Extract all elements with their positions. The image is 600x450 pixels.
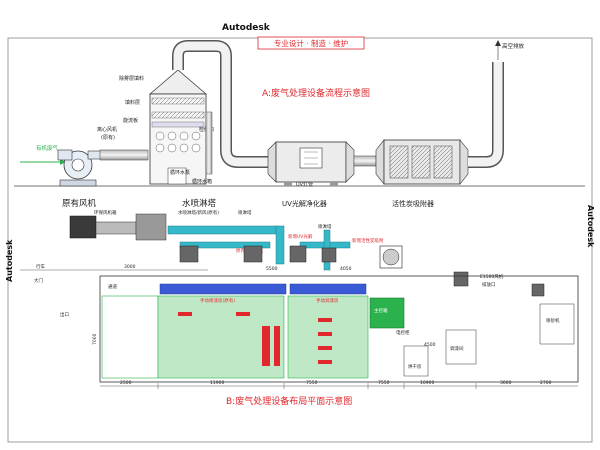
pipe-fan-tower [99,149,149,161]
fan-label: 离心风机 [97,126,117,133]
dim-d12: 2700 [540,380,552,386]
right-room [539,303,575,345]
door-label: 大门 [34,277,43,284]
left-unit-label: 环保风机箱 [94,209,117,216]
uv-label-b: 新增UV光解 [288,233,313,240]
spray-label-b: 喷淋塔 [238,209,252,216]
fan-note: (原有) [101,134,115,141]
dim-d6: 2500 [120,380,132,386]
exhaust-duct-inner [468,62,503,167]
uv-lamp-label: UV灯管 [296,181,313,188]
pipe-uv-carbon [353,155,377,167]
dim-d5: 10900 [420,380,434,386]
part-b-title: B:废气处理设备布局平面示意图 [226,395,352,407]
dim-d9: 7000 [92,333,98,345]
gas-inlet-label: 有机废气 [36,144,59,152]
road-label: 行车 [36,263,45,270]
fan-note-3: 排放口 [482,281,496,288]
dim-d8: 3000 [500,380,512,386]
outlet-label: 出口 [60,311,69,318]
packing-layer-label: 除雾层填料 [119,75,144,82]
part-a-title: A:废气处理设备流程示意图 [262,87,370,99]
main-duct-inner [173,41,270,167]
dim-d4: 7550 [378,380,390,386]
dim-d1: 3000 [124,264,136,270]
hood-2 [289,283,367,295]
caption-uv: UV光解净化器 [282,199,327,208]
booth-fixtures [178,312,332,366]
spray-label-b2: 喷淋塔 [318,223,332,230]
spray-tower [149,69,207,185]
duct-vertical-1 [275,225,285,265]
drying-room [403,345,429,377]
dim-d2: 11900 [210,380,224,386]
pump-label: 循环水泵 [170,169,190,176]
mixing-room [445,329,477,365]
left-duct [95,221,137,235]
equipment-row [179,245,545,297]
banner-text: 专业设计 · 制造 · 维护 [274,38,348,48]
control-cabinet [369,297,405,329]
right-room-label: 喷砂机 [546,317,560,324]
watermark-left: Autodesk [5,239,14,282]
carbon-label-b: 新增活性炭吸附 [352,237,384,244]
cabinet-label: 电控柜 [396,329,410,336]
dim-d10: 5500 [266,266,278,272]
building-outline [99,275,579,383]
left-fan-box [69,215,97,239]
filler-label: 填料层 [125,99,140,106]
walkway-label: 通道 [108,283,117,290]
dim-d11: 4050 [340,266,352,272]
duct-overhead-2 [179,241,271,249]
hood1-label: 手动喷漆房(原有) [200,297,235,304]
fan-note-2: E1500风机 [480,273,504,280]
tower-side-pipe [205,111,213,175]
centrifugal-fan [57,149,103,187]
caption-existing-fan: 原有风机 [62,198,97,209]
hood-1 [159,283,287,295]
uv-unit [267,141,355,186]
exhaust-arrow [495,40,501,46]
caption-spray-tower: 水喷淋塔 [182,198,217,209]
top-note: 水喷淋塔/新风(原有) [178,209,219,216]
box-label: 主控箱 [374,307,388,314]
carbon-absorber [375,139,469,185]
mixing-label: 调漆间 [450,345,464,352]
caption-carbon: 活性炭吸附器 [392,199,434,208]
watermark-top: Autodesk [222,23,271,33]
gas-inlet-arrow [60,159,66,165]
zone-1 [101,295,159,379]
exhaust-label: 高空排放 [502,42,525,50]
hood2-label: 手动调漆房 [316,297,339,304]
watermark-right: Autodesk [586,205,595,248]
zone-mixing-room [287,295,369,379]
bottom-dim-ticks [157,383,477,389]
left-unit [135,213,167,241]
spray-label: 旋流板 [123,117,138,124]
dim-d7: 4500 [424,342,436,348]
drying-label: 烘干房 [408,363,422,370]
duct-overhead-1 [167,225,279,235]
banner-box [257,36,365,50]
dim-d3: 7550 [306,380,318,386]
tank-label: 循环水箱 [192,178,212,185]
